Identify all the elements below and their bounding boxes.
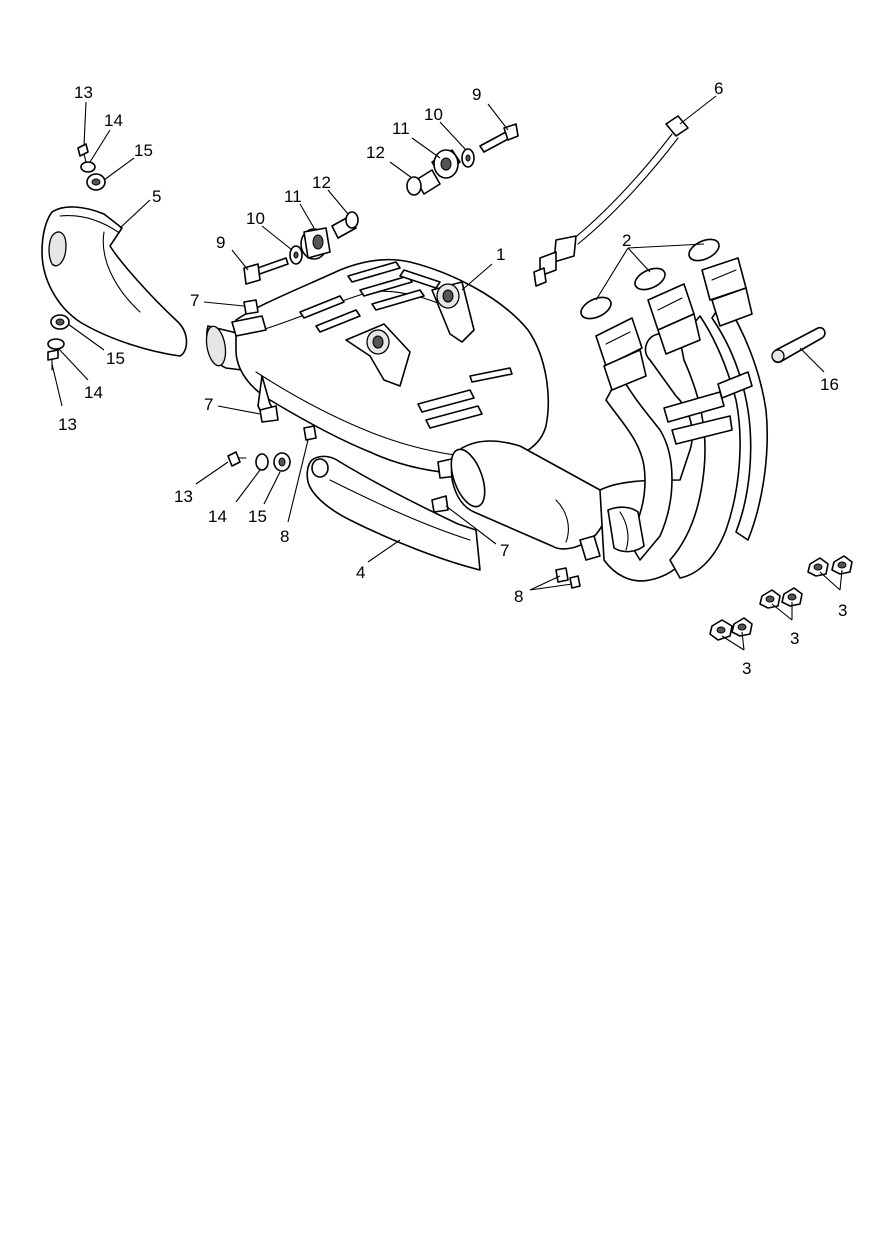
- gaskets: [580, 238, 720, 320]
- silencer-body: [231, 258, 550, 479]
- callout-11a: 11: [392, 119, 410, 138]
- callout-7c: 7: [500, 541, 509, 560]
- callout-labels: 1 2 3 3 3 4 5 6 7 7 7 8 8 9 9 10 10 11 1…: [58, 79, 847, 678]
- callout-3b: 3: [790, 629, 799, 648]
- clips: [243, 299, 601, 589]
- callout-6: 6: [714, 79, 723, 98]
- pin: [771, 326, 826, 364]
- nuts: [709, 555, 853, 641]
- callout-8b: 8: [514, 587, 523, 606]
- callout-14c: 14: [208, 507, 227, 526]
- callout-15b: 15: [106, 349, 125, 368]
- callout-7b: 7: [204, 395, 213, 414]
- heat-shield-lower: [306, 455, 481, 571]
- callout-10a: 10: [424, 105, 443, 124]
- callout-3c: 3: [838, 601, 847, 620]
- leader-lines: [51, 95, 843, 651]
- callout-15a: 15: [134, 141, 153, 160]
- callout-9a: 9: [472, 85, 481, 104]
- heat-shield-upper: [41, 206, 188, 357]
- callout-5: 5: [152, 187, 161, 206]
- oxygen-sensor: [533, 115, 689, 287]
- hardware-top: [243, 123, 519, 285]
- callout-13c: 13: [174, 487, 193, 506]
- callout-10b: 10: [246, 209, 265, 228]
- callout-13a: 13: [74, 83, 93, 102]
- callout-12b: 12: [312, 173, 331, 192]
- callout-1: 1: [496, 245, 505, 264]
- callout-15c: 15: [248, 507, 267, 526]
- callout-14b: 14: [84, 383, 103, 402]
- callout-11b: 11: [284, 187, 302, 206]
- callout-14a: 14: [104, 111, 123, 130]
- callout-8a: 8: [280, 527, 289, 546]
- callout-7a: 7: [190, 291, 199, 310]
- callout-13b: 13: [58, 415, 77, 434]
- catalyst-pipe: [450, 440, 608, 550]
- callout-3a: 3: [742, 659, 751, 678]
- callout-16: 16: [820, 375, 839, 394]
- callout-2: 2: [622, 231, 631, 250]
- callout-12a: 12: [366, 143, 385, 162]
- callout-4: 4: [356, 563, 365, 582]
- header-pipes: [595, 257, 768, 582]
- hardware-left: [47, 143, 291, 472]
- callout-9b: 9: [216, 233, 225, 252]
